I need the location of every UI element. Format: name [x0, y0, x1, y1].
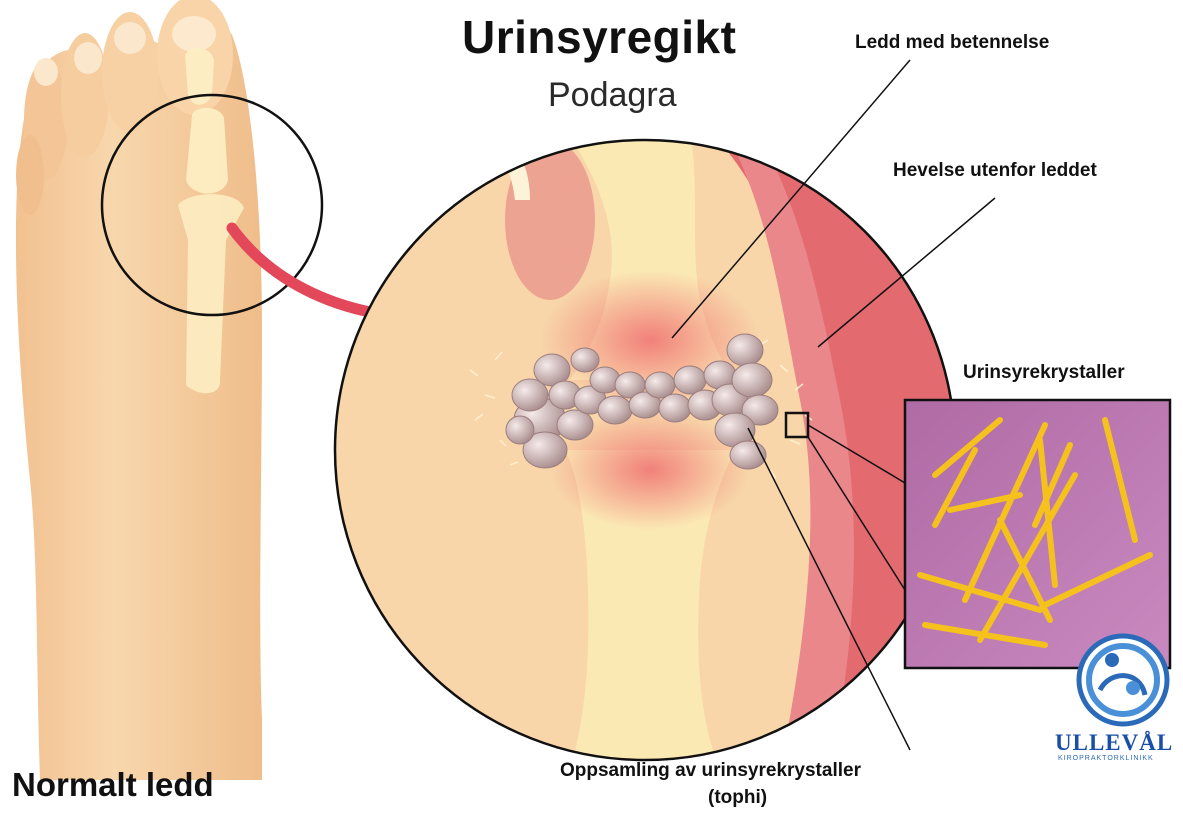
normal-joint-label: Normalt ledd: [12, 766, 214, 804]
crystal-inset: [905, 400, 1170, 668]
logo-subtitle: KIROPRAKTORKLINIKK: [1058, 755, 1154, 762]
diagram-title: Urinsyregikt: [462, 10, 736, 64]
tophi-label: Oppsamling av urinsyrekrystaller: [560, 760, 861, 782]
crystals-label: Urinsyrekrystaller: [963, 362, 1125, 384]
normal-foot: [16, 0, 322, 780]
swelling-label: Hevelse utenfor leddet: [893, 160, 1097, 182]
tophi-label-note: (tophi): [708, 787, 767, 809]
inflamed-joint-label: Ledd med betennelse: [855, 32, 1049, 54]
logo-name: ULLEVÅL: [1055, 730, 1173, 756]
inflamed-joint-closeup: [335, 120, 1000, 770]
ullevaal-logo: [1079, 636, 1167, 724]
diagram-subtitle: Podagra: [548, 76, 677, 115]
